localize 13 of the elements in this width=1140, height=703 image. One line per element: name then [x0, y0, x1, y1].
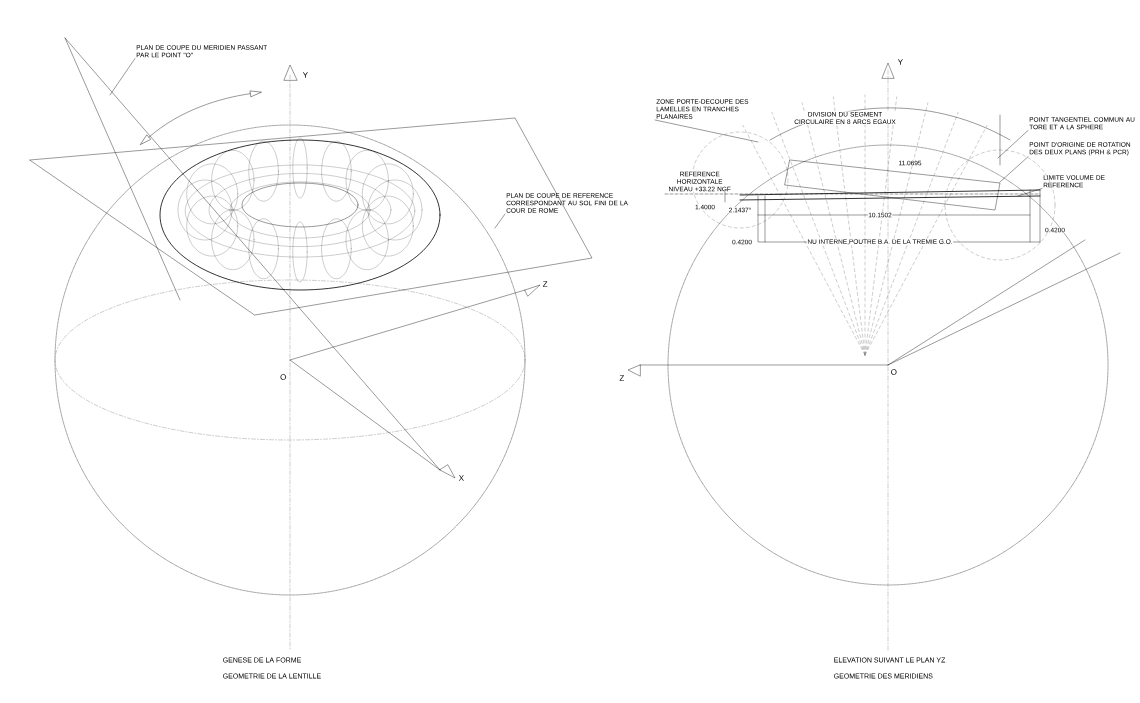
axis-label: O	[279, 373, 287, 381]
axis-label: Z	[542, 280, 549, 288]
leader-line	[654, 119, 759, 143]
axis-label: Y	[302, 71, 309, 79]
leader-line	[999, 156, 1029, 183]
axis-label: Z	[618, 374, 625, 382]
axis-label: O	[890, 368, 898, 376]
leader-line	[1017, 188, 1043, 197]
leader-line	[997, 130, 1029, 159]
leader-line	[109, 58, 136, 96]
leader-line	[494, 213, 506, 229]
axis-label: Y	[897, 58, 904, 66]
axis-label: X	[458, 474, 465, 482]
